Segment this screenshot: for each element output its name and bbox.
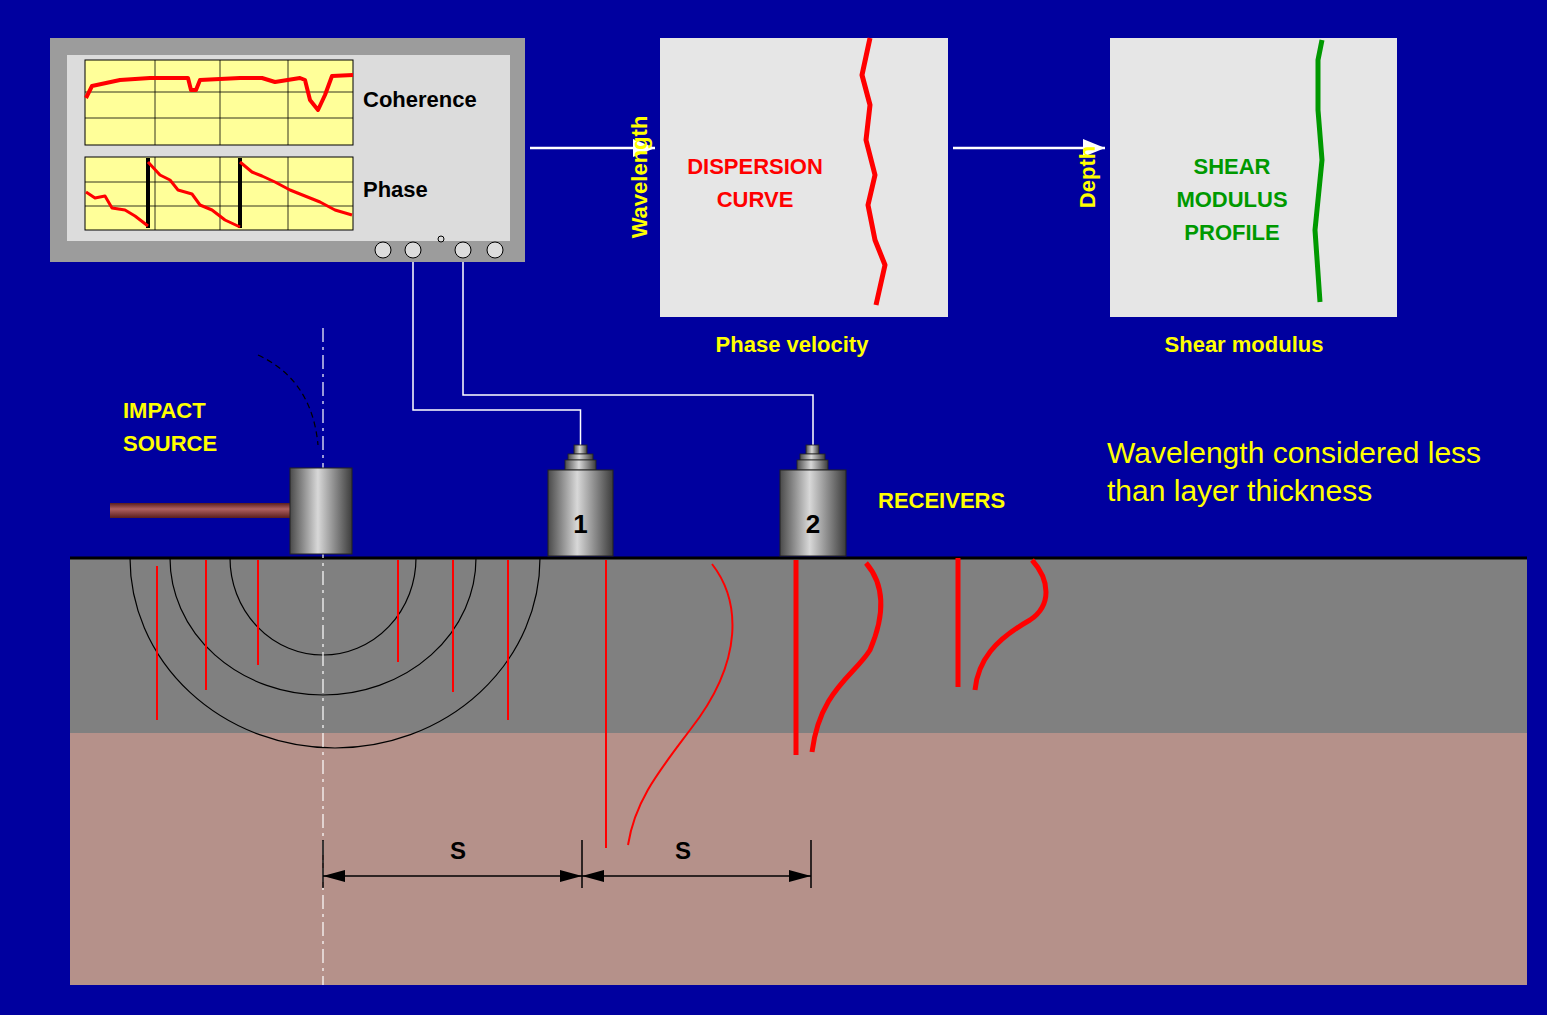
hammer-head [290,468,352,554]
node-text: Phase velocity [660,328,924,361]
note-text: Wavelength considered less than layer th… [1107,434,1502,510]
receiver-graphic [780,445,846,556]
shear-modulus-plot: DepthSHEAR MODULUS PROFILEShear modulus [1110,38,1397,317]
analyzer-screen-graphic [50,38,525,262]
node-text: DISPERSION CURVE [665,150,845,216]
hammer-swing [258,355,318,445]
receivers-label: RECEIVERS [878,484,1078,517]
particle-motion [157,558,1046,848]
receiver: 2 [780,445,846,556]
axis-label: Depth [1076,146,1100,208]
dimension-label: S [668,837,698,865]
source-axis [322,328,323,985]
source-label: IMPACT SOURCE [123,394,263,460]
node-text: Phase [363,176,513,204]
node-text: Shear modulus [1110,328,1378,361]
wave-fronts [130,558,540,748]
node-text: 1 [548,509,613,539]
ground-surface [70,557,1527,560]
hammer-handle [110,503,292,518]
signal-cable [413,262,581,445]
receiver: 1 [548,445,613,556]
dimension-label: S [443,837,473,865]
lower-layer [70,733,1527,985]
connector-line [413,262,581,445]
axis-label: Wavelength [628,116,652,239]
analyzer-screen: CoherencePhase [50,38,525,262]
node-text: 2 [780,509,846,539]
receiver-graphic [548,445,613,556]
dispersion-plot: WavelengthDISPERSION CURVEPhase velocity [660,38,948,317]
node-text: Coherence [363,86,513,114]
node-text: SHEAR MODULUS PROFILE [1157,150,1307,249]
dimension-lines [323,840,811,888]
